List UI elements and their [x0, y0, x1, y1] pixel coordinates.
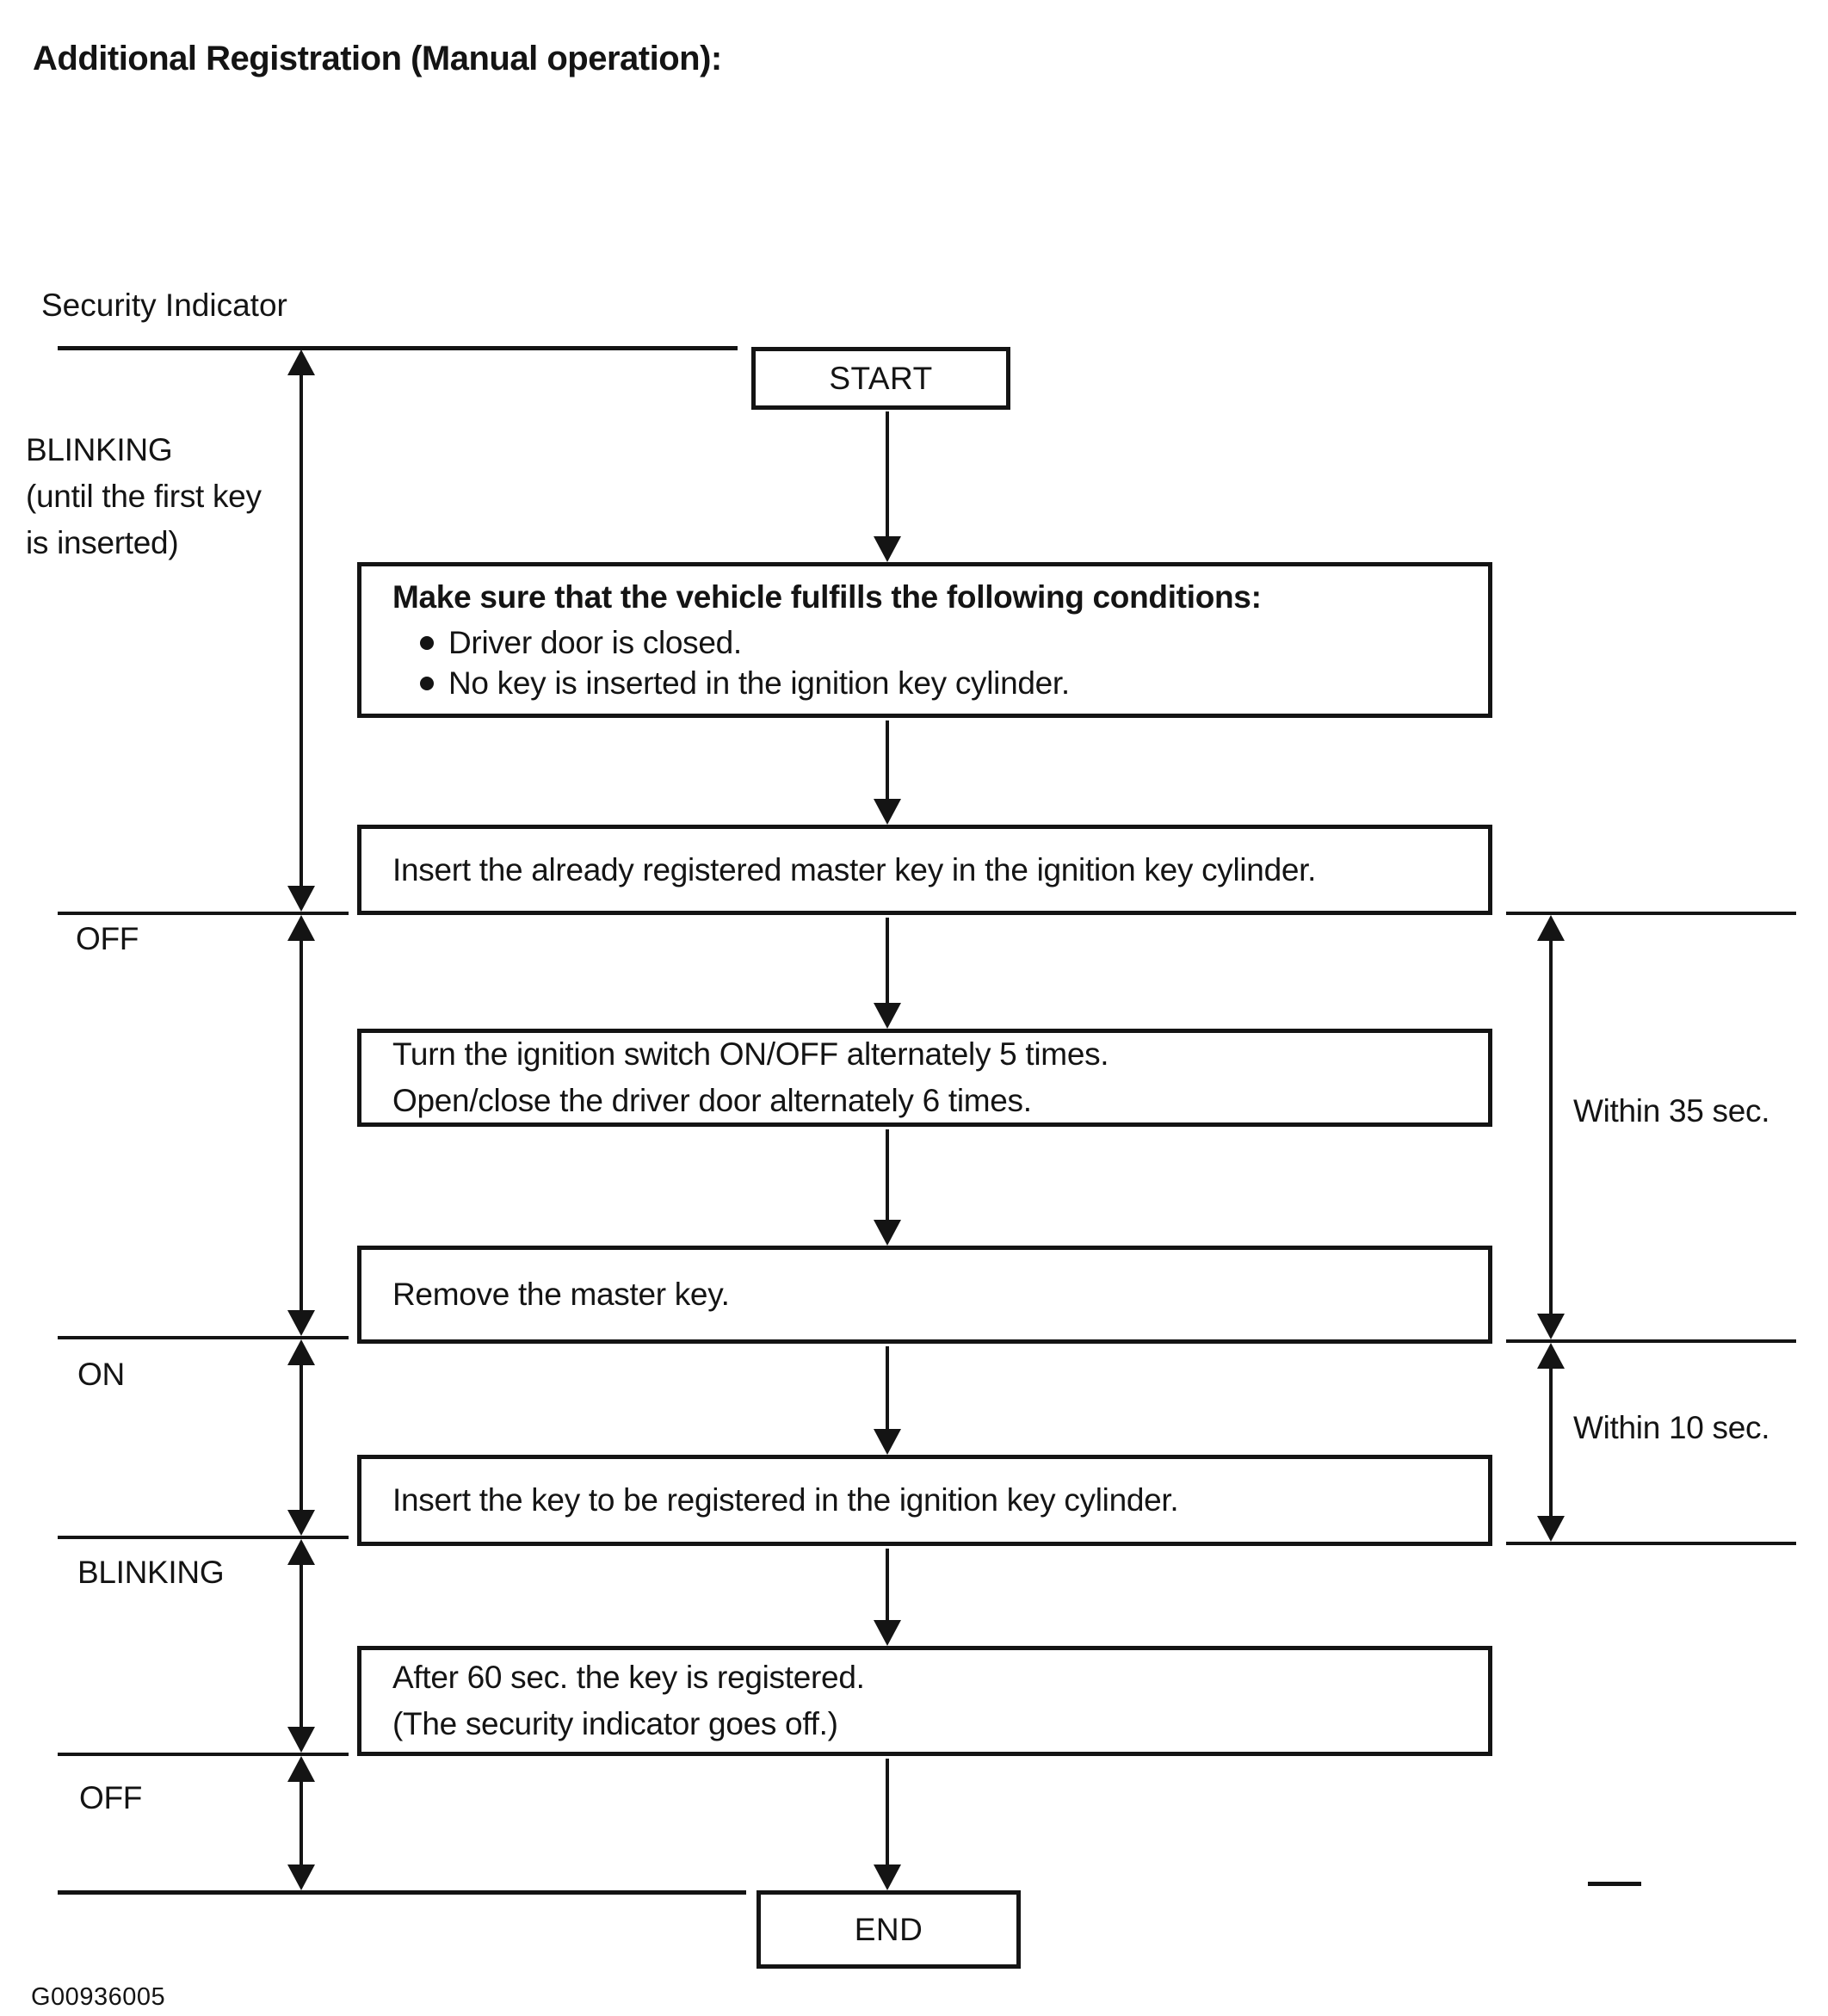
- timeline-arrow-blinking-initial: [287, 349, 316, 912]
- condition-text: No key is inserted in the ignition key c…: [448, 665, 1070, 701]
- condition-item: No key is inserted in the ignition key c…: [420, 663, 1478, 703]
- step-text: Insert the already registered master key…: [392, 851, 1317, 887]
- arrow-up-icon: [287, 1756, 315, 1782]
- arrow-down-icon: [287, 886, 315, 912]
- indicator-line-off-2: [58, 1753, 349, 1756]
- step-insert-new-key: Insert the key to be registered in the i…: [357, 1455, 1492, 1546]
- connector-step2-to-step3: [873, 918, 902, 1029]
- timing-arrow-35sec: [1536, 915, 1566, 1339]
- timing-line-middle: [1506, 1339, 1796, 1343]
- timing-label-35sec: Within 35 sec.: [1573, 1093, 1770, 1129]
- start-node-label: START: [829, 360, 933, 396]
- connector-step4-to-step5: [873, 1346, 902, 1455]
- arrow-down-icon: [1537, 1516, 1565, 1542]
- condition-item: Driver door is closed.: [420, 622, 1478, 663]
- step-conditions-heading: Make sure that the vehicle fulfills the …: [392, 579, 1262, 615]
- state-label-blinking-2: BLINKING: [77, 1555, 225, 1590]
- step-text-line2: (The security indicator goes off.): [392, 1706, 838, 1741]
- timing-line-top: [1506, 912, 1796, 915]
- baseline-remnant-dash: [1588, 1882, 1641, 1886]
- arrow-up-icon: [287, 915, 315, 941]
- state-label-text: BLINKING: [26, 432, 173, 467]
- timing-label-10sec: Within 10 sec.: [1573, 1410, 1770, 1445]
- arrow-shaft: [886, 411, 889, 536]
- state-label-note-line2: is inserted): [26, 525, 179, 560]
- step-conditions: Make sure that the vehicle fulfills the …: [357, 562, 1492, 718]
- connector-step1-to-step2: [873, 720, 902, 825]
- indicator-line-blinking: [58, 1536, 349, 1539]
- arrow-down-icon: [874, 1429, 901, 1455]
- arrow-shaft: [1549, 941, 1553, 1314]
- arrow-shaft: [300, 1565, 303, 1727]
- arrow-shaft: [300, 1782, 303, 1864]
- arrow-down-icon: [874, 1620, 901, 1646]
- connector-step3-to-step4: [873, 1129, 902, 1246]
- step-text: Remove the master key.: [392, 1277, 730, 1312]
- arrow-up-icon: [1537, 915, 1565, 941]
- state-label-blinking-initial: BLINKING (until the first key is inserte…: [26, 427, 262, 566]
- arrow-shaft: [886, 720, 889, 799]
- arrow-down-icon: [874, 1003, 901, 1029]
- arrow-down-icon: [287, 1864, 315, 1890]
- bullet-icon: [420, 635, 434, 650]
- step-remove-master-key: Remove the master key.: [357, 1246, 1492, 1344]
- arrow-shaft: [300, 941, 303, 1310]
- security-indicator-label: Security Indicator: [41, 288, 287, 323]
- connector-step6-to-end: [873, 1759, 902, 1890]
- state-label-off-2: OFF: [79, 1780, 143, 1815]
- connector-step5-to-step6: [873, 1549, 902, 1646]
- state-label-note-line1: (until the first key: [26, 479, 262, 514]
- arrow-shaft: [886, 1346, 889, 1429]
- connector-start-to-step1: [873, 411, 902, 562]
- step-turn-ignition: Turn the ignition switch ON/OFF alternat…: [357, 1029, 1492, 1127]
- step-text-line1: After 60 sec. the key is registered.: [392, 1660, 865, 1695]
- timeline-arrow-blinking-2: [287, 1539, 316, 1753]
- arrow-up-icon: [1537, 1343, 1565, 1369]
- arrow-up-icon: [287, 1539, 315, 1565]
- arrow-shaft: [300, 1365, 303, 1510]
- arrow-down-icon: [287, 1510, 315, 1536]
- arrow-down-icon: [287, 1727, 315, 1753]
- state-label-off-1: OFF: [76, 921, 139, 956]
- page-title: Additional Registration (Manual operatio…: [33, 40, 722, 77]
- end-node-label: END: [854, 1911, 923, 1947]
- state-label-on: ON: [77, 1357, 125, 1392]
- timing-line-bottom: [1506, 1542, 1796, 1545]
- arrow-down-icon: [874, 1864, 901, 1890]
- indicator-line-off-1: [58, 912, 349, 915]
- step-text-line1: Turn the ignition switch ON/OFF alternat…: [392, 1036, 1109, 1072]
- arrow-up-icon: [287, 349, 315, 375]
- indicator-line-bottom: [58, 1890, 746, 1895]
- timeline-arrow-off-2: [287, 1756, 316, 1890]
- start-node: START: [751, 347, 1010, 410]
- step-text: Insert the key to be registered in the i…: [392, 1482, 1179, 1518]
- arrow-down-icon: [1537, 1314, 1565, 1339]
- timeline-arrow-off-1: [287, 915, 316, 1336]
- indicator-line-on: [58, 1336, 349, 1339]
- arrow-down-icon: [287, 1310, 315, 1336]
- bullet-icon: [420, 676, 434, 690]
- step-key-registered: After 60 sec. the key is registered. (Th…: [357, 1646, 1492, 1756]
- arrow-shaft: [886, 1129, 889, 1220]
- arrow-shaft: [300, 375, 303, 886]
- end-node: END: [757, 1890, 1021, 1969]
- step-text-line2: Open/close the driver door alternately 6…: [392, 1083, 1032, 1118]
- arrow-down-icon: [874, 536, 901, 562]
- arrow-up-icon: [287, 1339, 315, 1365]
- timing-arrow-10sec: [1536, 1343, 1566, 1542]
- indicator-line-top: [58, 346, 738, 350]
- arrow-down-icon: [874, 799, 901, 825]
- arrow-shaft: [886, 1759, 889, 1864]
- condition-text: Driver door is closed.: [448, 625, 742, 660]
- arrow-shaft: [886, 918, 889, 1003]
- arrow-shaft: [1549, 1369, 1553, 1516]
- step-insert-master-key: Insert the already registered master key…: [357, 825, 1492, 915]
- figure-code: G00936005: [31, 1983, 166, 2011]
- arrow-down-icon: [874, 1220, 901, 1246]
- timeline-arrow-on: [287, 1339, 316, 1536]
- arrow-shaft: [886, 1549, 889, 1620]
